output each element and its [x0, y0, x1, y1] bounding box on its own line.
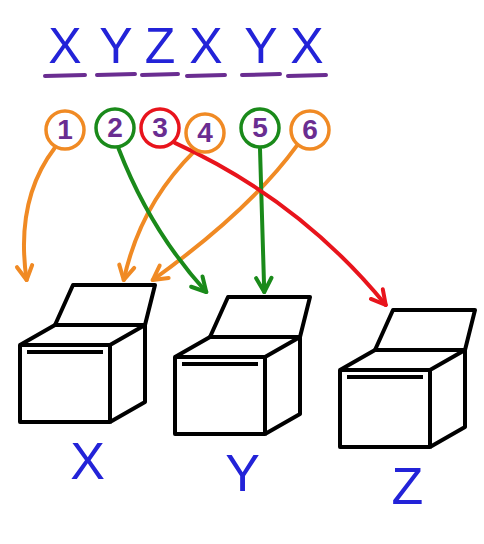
box-label: Y [170, 442, 315, 504]
sequence-letter: Z [138, 18, 182, 74]
position-number: 1 [44, 109, 86, 151]
position-number: 6 [289, 109, 331, 151]
position-circle: 2 [94, 107, 136, 149]
assignment-arrow [119, 149, 207, 292]
box-drawing [170, 292, 315, 442]
sequence-letter: Y [94, 18, 138, 74]
position-circle: 5 [239, 107, 281, 149]
assignment-arrow [175, 143, 386, 305]
position-number: 3 [139, 107, 181, 149]
box-drawing [335, 305, 480, 455]
storage-box: Z [335, 305, 480, 517]
storage-box: X [15, 280, 160, 492]
assignment-arrow [256, 149, 271, 292]
box-label: X [15, 430, 160, 492]
assignment-arrow [119, 151, 194, 280]
position-number: 4 [184, 112, 226, 154]
position-circle: 6 [289, 109, 331, 151]
sequence-letter: X [43, 18, 87, 74]
box-drawing [15, 280, 160, 430]
storage-box: Y [170, 292, 315, 504]
position-circle: 3 [139, 107, 181, 149]
position-circle: 1 [44, 109, 86, 151]
position-circle: 4 [184, 112, 226, 154]
box-label: Z [335, 455, 480, 517]
sequence-letter: X [285, 18, 329, 74]
sequence-letter: X [184, 18, 228, 74]
position-number: 5 [239, 107, 281, 149]
sequence-letter: Y [239, 18, 283, 74]
position-number: 2 [94, 107, 136, 149]
assignment-arrow [17, 148, 55, 280]
